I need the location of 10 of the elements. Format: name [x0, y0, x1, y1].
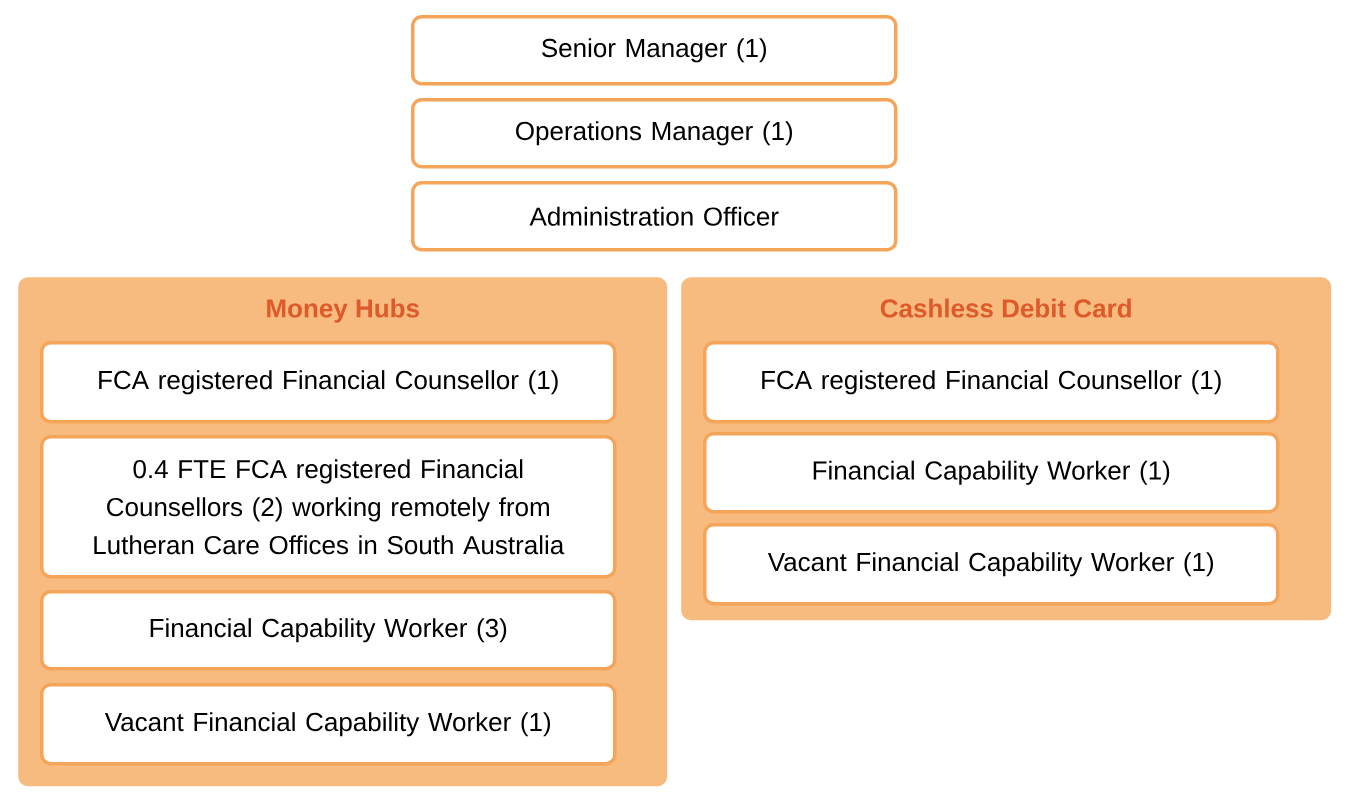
role-box: FCA registered Financial Counsellor (1): [703, 341, 1280, 424]
role-box: 0.4 FTE FCA registered Financial Counsellors (2) working remotely from Lutheran Care Offices in South Australia: [40, 435, 617, 579]
role-box: Operations Manager (1): [411, 98, 898, 169]
role-box: FCA registered Financial Counsellor (1): [40, 341, 617, 424]
role-box: Senior Manager (1): [411, 15, 898, 86]
role-box: Administration Officer: [411, 181, 898, 252]
role-box: Vacant Financial Capability Worker (1): [703, 523, 1280, 606]
role-box: Financial Capability Worker (3): [40, 590, 617, 671]
role-box: Financial Capability Worker (1): [703, 432, 1280, 514]
role-box: Vacant Financial Capability Worker (1): [40, 683, 617, 766]
